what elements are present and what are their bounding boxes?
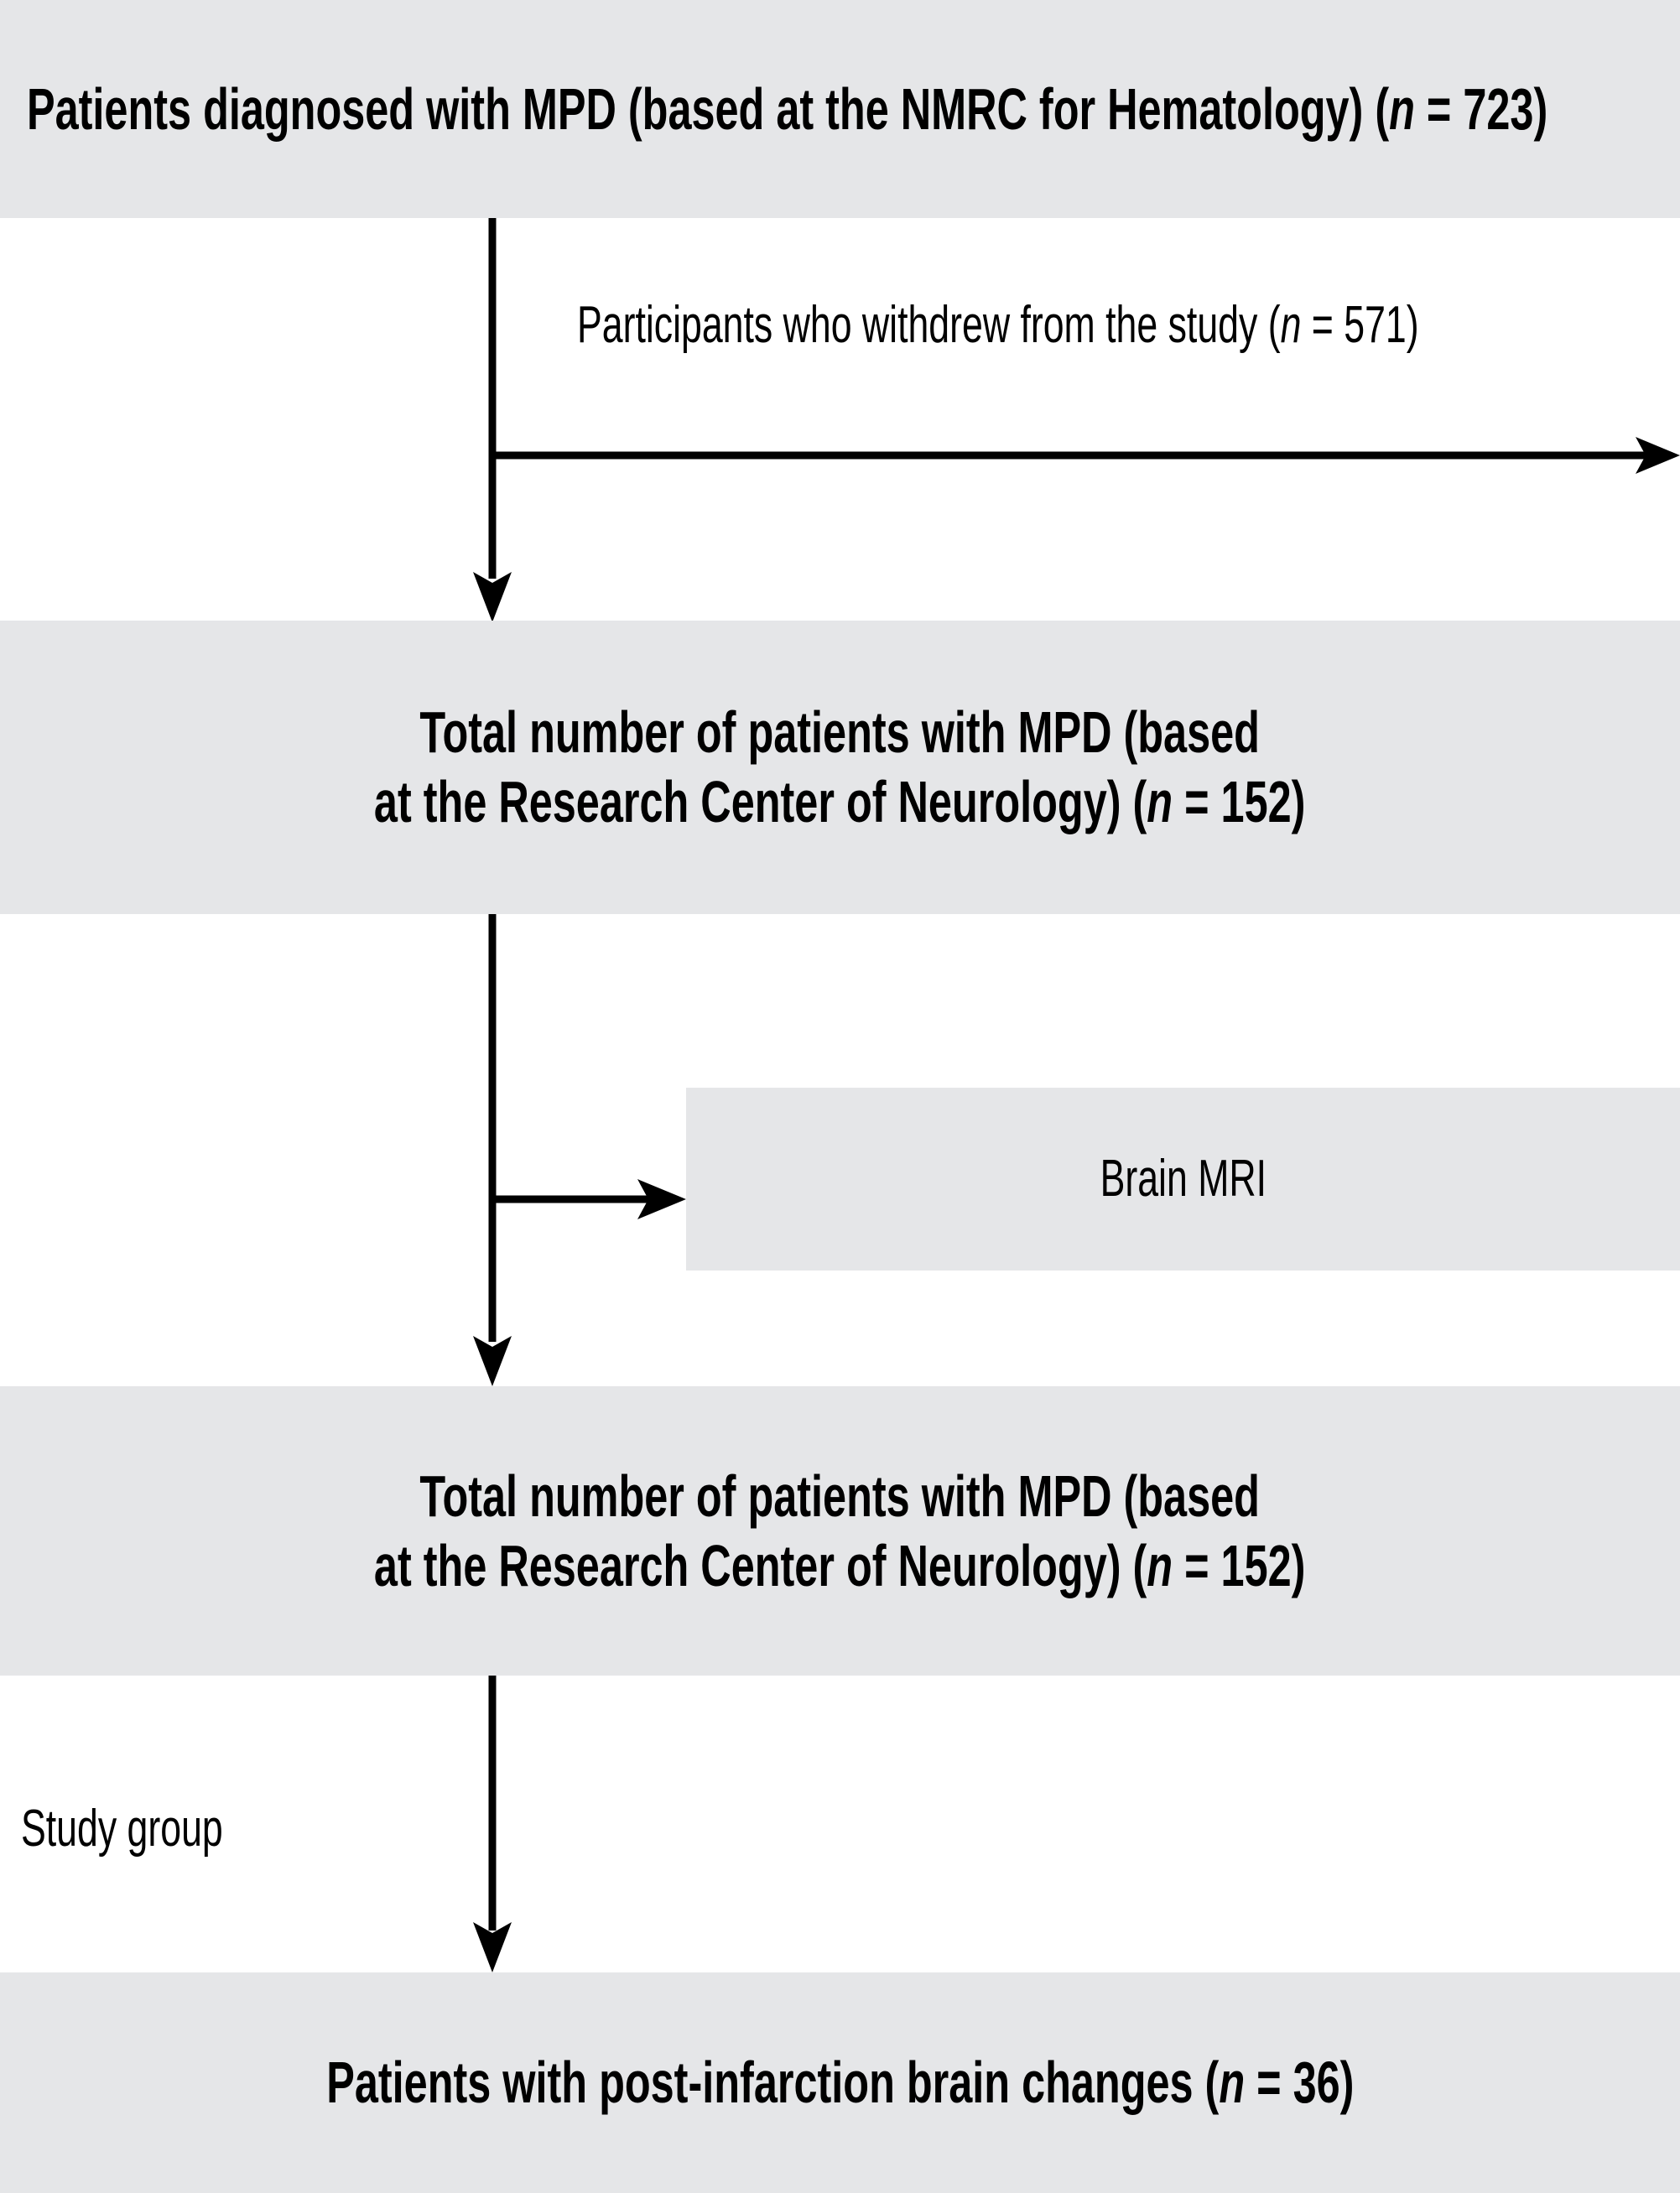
node-bottom-box: Patients with post-infarction brain chan…: [0, 1972, 1680, 2193]
node-top-box-n-symbol: n: [1389, 75, 1415, 142]
arrowhead-withdrew-branch: [1636, 437, 1680, 474]
node-third-box-text: Total number of patients with MPD (based…: [374, 1462, 1305, 1600]
node-second-box-line1: Total number of patients with MPD (based: [419, 699, 1261, 766]
node-second-box-line2-count: = 152): [1173, 769, 1306, 834]
node-third-box: Total number of patients with MPD (based…: [0, 1386, 1680, 1676]
arrowhead-second-to-third: [473, 1336, 512, 1386]
node-bottom-box-text-main: Patients with post-infarction brain chan…: [325, 2050, 1220, 2116]
node-second-box-text: Total number of patients with MPD (based…: [374, 698, 1305, 836]
node-top-box: Patients diagnosed with MPD (based at th…: [0, 0, 1680, 218]
label-withdrew: Participants who withdrew from the study…: [577, 295, 1419, 355]
node-brain-mri-text: Brain MRI: [1100, 1150, 1267, 1208]
label-study-group: Study group: [21, 1800, 223, 1858]
node-second-box: Total number of patients with MPD (based…: [0, 621, 1680, 914]
node-brain-mri-box: Brain MRI: [686, 1088, 1680, 1271]
node-bottom-box-n-symbol: n: [1219, 2050, 1245, 2116]
node-bottom-box-text-count: = 36): [1244, 2050, 1355, 2116]
node-top-box-text-count: = 723): [1414, 75, 1548, 142]
node-third-box-line2-count: = 152): [1173, 1532, 1306, 1598]
node-third-box-line1: Total number of patients with MPD (based: [419, 1463, 1261, 1529]
arrowhead-third-to-bottom: [473, 1922, 512, 1972]
node-second-box-n-symbol: n: [1147, 769, 1173, 834]
node-top-box-text-main: Patients diagnosed with MPD (based at th…: [27, 75, 1390, 142]
node-second-box-line2-main: at the Research Center of Neurology) (: [374, 769, 1147, 834]
node-third-box-n-symbol: n: [1147, 1532, 1173, 1598]
label-withdrew-n-symbol: n: [1280, 296, 1302, 354]
label-withdrew-text: Participants who withdrew from the study…: [577, 296, 1281, 354]
node-top-box-text: Patients diagnosed with MPD (based at th…: [27, 75, 1547, 144]
arrowhead-top-to-second: [473, 572, 512, 622]
node-third-box-line2-main: at the Research Center of Neurology) (: [374, 1532, 1147, 1598]
label-withdrew-count: = 571): [1301, 296, 1419, 354]
node-bottom-box-text: Patients with post-infarction brain chan…: [326, 2048, 1354, 2118]
arrowhead-to-mri-box: [637, 1179, 686, 1219]
